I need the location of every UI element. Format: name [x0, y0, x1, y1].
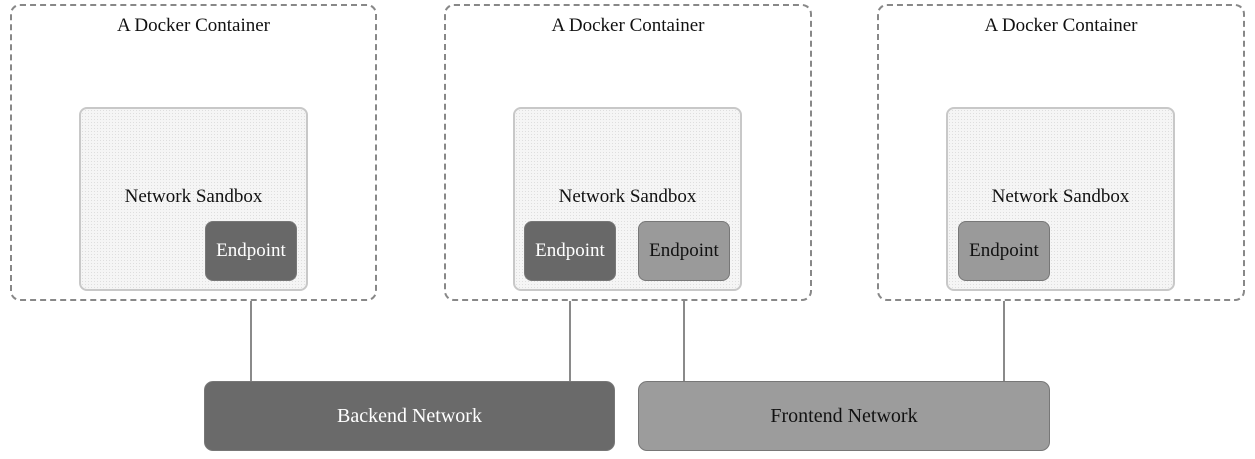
sandbox-title: Network Sandbox [991, 186, 1130, 207]
sandbox-title: Network Sandbox [124, 186, 263, 207]
link-container-1-to-backend [250, 280, 252, 382]
endpoint-backend-container-1[interactable]: Endpoint [205, 221, 297, 281]
frontend-network[interactable]: Frontend Network [638, 381, 1050, 451]
container-title: A Docker Container [551, 15, 705, 36]
endpoint-label: Endpoint [969, 240, 1039, 261]
link-container-2-frontend-endpoint-to-frontend [683, 280, 685, 382]
container-title: A Docker Container [984, 15, 1138, 36]
endpoint-label: Endpoint [649, 240, 719, 261]
endpoint-label: Endpoint [535, 240, 605, 261]
network-label: Frontend Network [770, 404, 918, 427]
link-container-3-to-frontend [1003, 280, 1005, 382]
sandbox-title: Network Sandbox [558, 186, 697, 207]
endpoint-label: Endpoint [216, 240, 286, 261]
link-container-2-backend-endpoint-to-backend [569, 280, 571, 382]
container-title: A Docker Container [116, 15, 270, 36]
backend-network[interactable]: Backend Network [204, 381, 615, 451]
endpoint-frontend-container-3[interactable]: Endpoint [958, 221, 1050, 281]
endpoint-frontend-container-2[interactable]: Endpoint [638, 221, 730, 281]
network-label: Backend Network [337, 404, 482, 427]
endpoint-backend-container-2[interactable]: Endpoint [524, 221, 616, 281]
